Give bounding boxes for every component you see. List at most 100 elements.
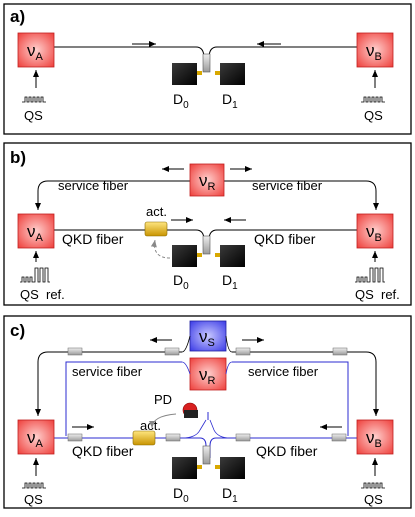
panel-b-d0-label: D0: [173, 272, 189, 292]
panel-c-relay-s-link: [225, 335, 233, 353]
relay-nu: ν: [199, 171, 208, 190]
panel-c-connector: [235, 433, 251, 442]
panel-b-ref-right: ref.: [381, 287, 400, 302]
panel-b-feedback-arrow: [150, 239, 171, 259]
relay-sub: R: [208, 181, 216, 193]
source-a-nu: ν: [27, 41, 36, 60]
panel-c-relay-r-link: [181, 361, 191, 375]
panel-a-detector-0-window: [197, 71, 202, 75]
panel-b-pulse-train-left: [20, 267, 50, 283]
panel-b-qs-left: QS: [20, 287, 39, 302]
panel-c-connector: [67, 347, 83, 356]
panel-b-ref-left: ref.: [46, 287, 65, 302]
panel-c-detector-1: [220, 457, 245, 479]
panel-c-detector-1-window: [215, 465, 220, 469]
panel-a-qs-left: QS: [24, 108, 43, 123]
c-source-a-nu: ν: [27, 428, 36, 447]
d0-sub: 0: [183, 100, 189, 111]
panel-b-service-right: service fiber: [252, 178, 323, 193]
panel-c-qs-left: QS: [24, 492, 43, 507]
b-d1-sub: 1: [232, 281, 238, 292]
panel-c-source-a: [17, 419, 55, 455]
panel-a-pulse-train-right: [361, 96, 385, 103]
panel-b-relay: [189, 163, 225, 197]
panel-b-relay-label: νR: [199, 171, 216, 193]
panel-b-detector-0-window: [197, 253, 202, 257]
c-d0-sub: 0: [183, 494, 189, 505]
source-b-sub: B: [375, 51, 382, 63]
panel-c-photodiode-base: [184, 410, 198, 418]
panel-c-relay-s-label: νS: [199, 327, 215, 349]
panel-c-connector: [331, 433, 347, 442]
panel-c-tap-fiber: [209, 419, 231, 439]
panel-c-tap-fiber: [181, 419, 207, 439]
panel-c-qkd-right: QKD fiber: [256, 443, 318, 459]
panel-c-act-label: act.: [140, 418, 161, 433]
panel-b-service-fiber-left: [35, 180, 190, 210]
panel-c-service-fiber-right-outer: [232, 351, 379, 416]
relay-r-sub: R: [208, 375, 216, 387]
panel-b-act-label: act.: [146, 204, 167, 219]
panel-b-pulse-train-right: [355, 267, 385, 283]
panel-a-beamsplitter: [202, 53, 211, 73]
panel-c-connector: [332, 347, 348, 356]
panel-b-service-left: service fiber: [58, 178, 129, 193]
b-source-a-sub: A: [36, 232, 44, 244]
c-d1-sub: 1: [232, 494, 238, 505]
panel-c-relay-s: [189, 320, 227, 352]
panel-a-source-b: [356, 32, 394, 68]
panel-c-relay-r-label: νR: [199, 365, 216, 387]
panel-b-detector-1: [220, 245, 245, 267]
panel-c-beamsplitter: [202, 445, 211, 465]
panel-c-relay-r: [189, 357, 227, 391]
panel-b-label: b): [10, 148, 26, 167]
panel-a-detector-1-window: [215, 71, 220, 75]
panel-c-label: c): [10, 321, 25, 340]
panel-b-detector-0: [172, 245, 197, 267]
panel-a-detector-0: [172, 63, 197, 85]
panel-b-beamsplitter: [202, 235, 211, 255]
relay-r-nu: ν: [199, 365, 208, 384]
panel-a-detector-1: [220, 63, 245, 85]
panel-c-qs-right: QS: [364, 492, 383, 507]
panel-c-blue-fiber-left: [65, 361, 182, 436]
panel-c-qkd-left: QKD fiber: [72, 443, 134, 459]
panel-c-connector: [67, 433, 83, 442]
panel-a-d1-label: D1: [222, 91, 238, 111]
panel-a-pulse-train-left: [22, 96, 46, 103]
panel-b-qs-right: QS: [355, 287, 374, 302]
panel-c-service-fiber-left-outer: [35, 351, 182, 416]
d1-letter: D: [222, 91, 232, 107]
panel-c-pd-label: PD: [154, 392, 172, 407]
panel-c-connector: [164, 347, 180, 356]
source-a-sub: A: [36, 51, 44, 63]
panel-b-qkd-left: QKD fiber: [62, 231, 124, 247]
panel-b-d1-label: D1: [222, 272, 238, 292]
panel-c-blue-fiber-right: [232, 361, 349, 436]
panel-c-pulse-train-left: [22, 482, 46, 489]
panel-c-connector: [235, 347, 251, 356]
panel-c-d1-label: D1: [222, 485, 238, 505]
b-d0-letter: D: [173, 272, 183, 288]
panel-c-connector: [165, 433, 181, 442]
c-d0-letter: D: [173, 485, 183, 501]
c-source-b-nu: ν: [366, 428, 375, 447]
panel-a-source-b-label: νB: [366, 41, 382, 63]
d0-letter: D: [173, 91, 183, 107]
panel-c-source-a-label: νA: [27, 428, 44, 450]
d1-sub: 1: [232, 100, 238, 111]
panel-b-source-a: [17, 213, 55, 249]
panel-c-detector-0-window: [197, 465, 202, 469]
panel-b-source-b-label: νB: [366, 222, 382, 244]
panel-b-source-b: [356, 213, 394, 249]
b-d1-letter: D: [222, 272, 232, 288]
panel-a-source-a-label: νA: [27, 41, 44, 63]
panel-c-d0-label: D0: [173, 485, 189, 505]
panel-c-service-right: service fiber: [248, 364, 319, 379]
panel-a-label: a): [10, 7, 25, 26]
c-source-a-sub: A: [36, 438, 44, 450]
panel-c-pulse-train-right: [361, 482, 385, 489]
c-d1-letter: D: [222, 485, 232, 501]
source-b-nu: ν: [366, 41, 375, 60]
